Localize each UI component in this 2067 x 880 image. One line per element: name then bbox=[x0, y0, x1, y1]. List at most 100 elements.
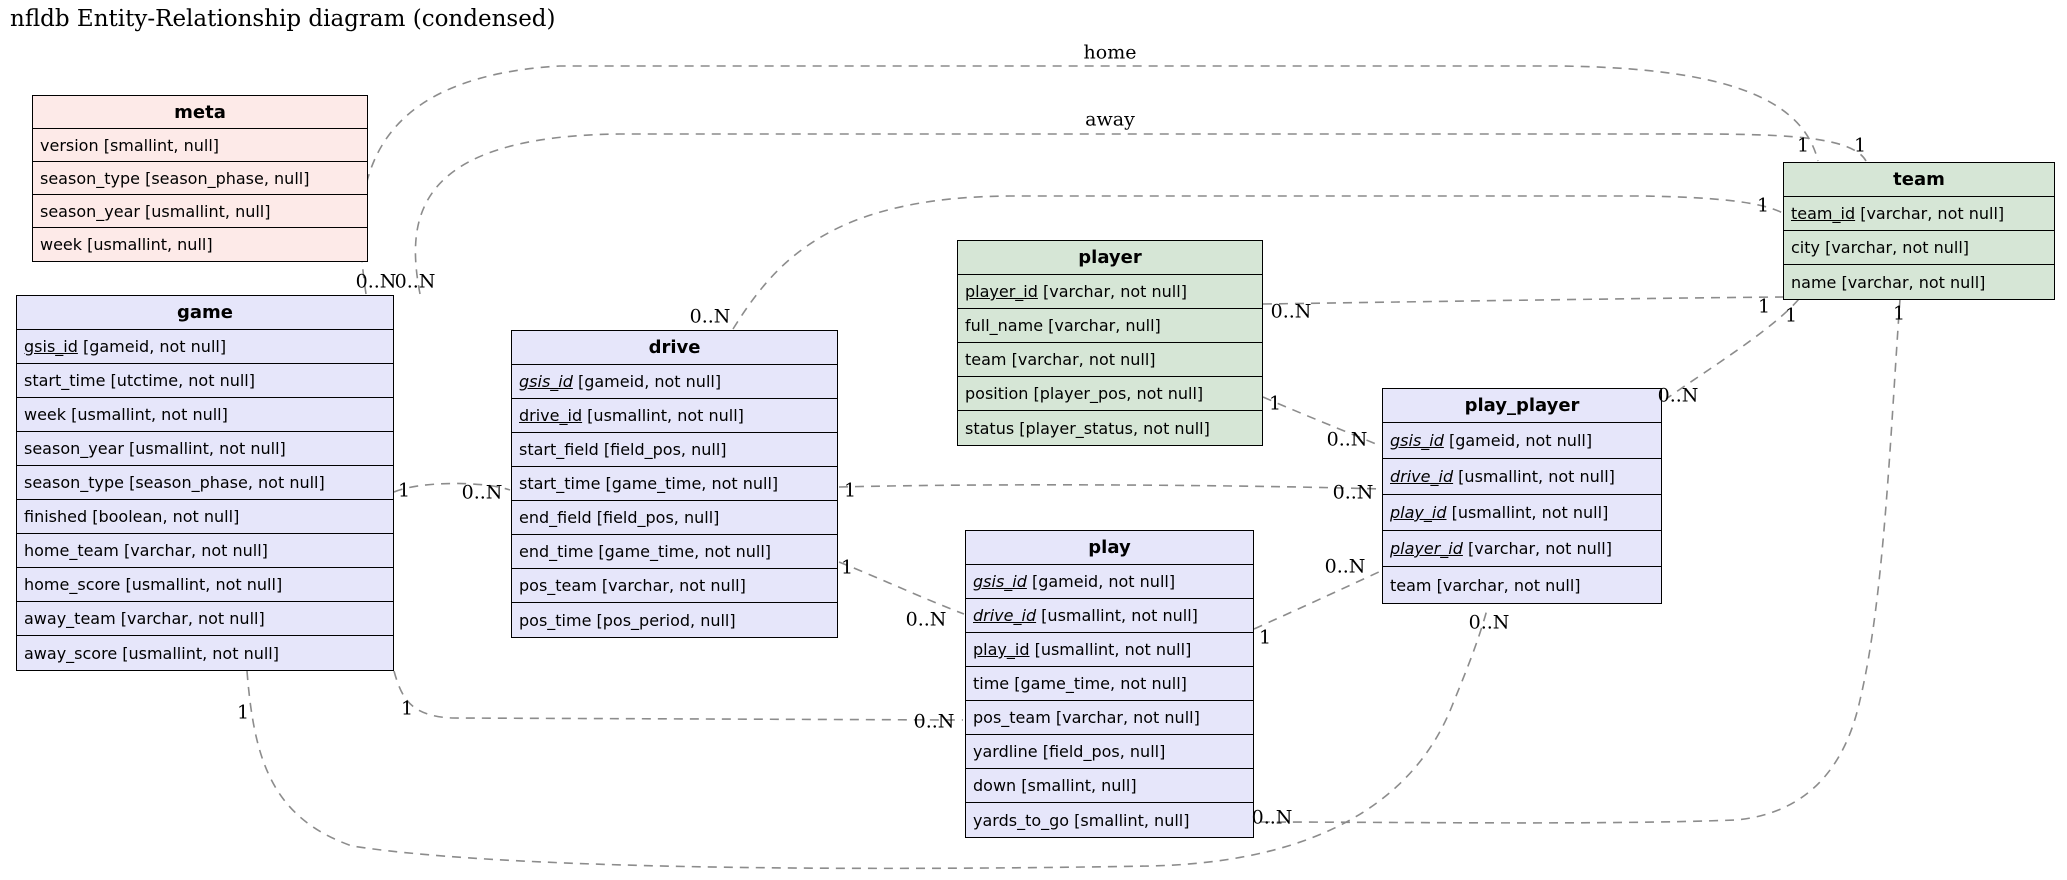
edge-drive-play_player bbox=[838, 484, 1382, 490]
table-play-column-play_id: play_id [usmallint, not null] bbox=[966, 633, 1253, 667]
table-player-column-position: position [player_pos, not null] bbox=[958, 377, 1262, 411]
column-name: away_team bbox=[24, 609, 116, 628]
column-name: pos_time bbox=[519, 610, 592, 630]
column-name: season_year bbox=[24, 439, 124, 458]
table-drive-column-start_field: start_field [field_pos, null] bbox=[512, 433, 837, 467]
edge-game-team-away bbox=[414, 133, 1867, 295]
table-drive-column-drive_id: drive_id [usmallint, not null] bbox=[512, 399, 837, 433]
table-player-column-team: team [varchar, not null] bbox=[958, 343, 1262, 377]
edge-play-team-cardinality-1: 0..N bbox=[1251, 806, 1293, 829]
table-drive-column-end_field: end_field [field_pos, null] bbox=[512, 501, 837, 535]
column-name: home_team bbox=[24, 541, 119, 560]
column-name: drive_id bbox=[519, 406, 583, 425]
column-name: pos_team bbox=[973, 708, 1051, 727]
column-name: player_id bbox=[965, 282, 1038, 301]
edge-play-team bbox=[1255, 298, 1901, 824]
table-game-column-away_team: away_team [varchar, not null] bbox=[17, 602, 393, 636]
table-play-column-drive_id: drive_id [usmallint, not null] bbox=[966, 599, 1253, 633]
column-name: week bbox=[24, 405, 67, 424]
column-name: yardline bbox=[973, 742, 1038, 761]
edge-game-team-home-cardinality-0: 0..N bbox=[355, 270, 397, 293]
column-name: status bbox=[965, 418, 1015, 438]
edge-play_player-team-cardinality-1: 0..N bbox=[1657, 384, 1699, 407]
column-name: start_field bbox=[519, 440, 599, 459]
edge-drive-play_player-cardinality-0: 1 bbox=[843, 479, 857, 502]
table-drive-title: drive bbox=[512, 331, 837, 365]
table-team-column-name: name [varchar, not null] bbox=[1791, 272, 1986, 292]
edge-game-team-home-label: home bbox=[1083, 41, 1137, 64]
edge-player-team bbox=[1262, 296, 1784, 305]
table-game-column-home_score: home_score [usmallint, not null] bbox=[17, 568, 393, 602]
column-name: player_id bbox=[1390, 539, 1463, 558]
column-name: away_score bbox=[24, 643, 118, 663]
table-player-column-full_name: full_name [varchar, null] bbox=[958, 309, 1262, 343]
column-name: team bbox=[965, 350, 1007, 369]
edge-drive-play-cardinality-0: 1 bbox=[840, 556, 854, 579]
table-play_player-column-gsis_id: gsis_id [gameid, not null] bbox=[1383, 423, 1661, 459]
edge-game-drive-cardinality-1: 0..N bbox=[461, 481, 503, 504]
column-name: yards_to_go bbox=[973, 810, 1070, 830]
edge-player-team-cardinality-1: 1 bbox=[1757, 295, 1771, 318]
column-name: end_field bbox=[519, 508, 592, 527]
table-player-title: player bbox=[958, 241, 1262, 275]
edge-drive-team bbox=[732, 195, 1787, 330]
table-drive-column-pos_time: pos_time [pos_period, null] bbox=[519, 610, 736, 630]
column-name: gsis_id bbox=[519, 372, 573, 391]
edge-game-team-home-cardinality-1: 1 bbox=[1796, 134, 1810, 157]
edge-player-team-cardinality-0: 0..N bbox=[1270, 300, 1312, 323]
edge-play-play_player-cardinality-0: 1 bbox=[1258, 626, 1272, 649]
column-name: season_type bbox=[40, 168, 140, 188]
table-play_player-column-player_id: player_id [varchar, not null] bbox=[1383, 531, 1661, 567]
column-name: team bbox=[1390, 575, 1432, 595]
edge-play-play_player-cardinality-1: 0..N bbox=[1324, 555, 1366, 578]
table-meta-column-season_type: season_type [season_phase, null] bbox=[33, 162, 367, 195]
table-drive-column-pos_team: pos_team [varchar, not null] bbox=[512, 569, 837, 603]
edge-player-play_player bbox=[1262, 396, 1382, 447]
column-name: start_time bbox=[519, 474, 601, 493]
column-name: drive_id bbox=[973, 606, 1037, 625]
edge-player-play_player-cardinality-1: 0..N bbox=[1326, 428, 1368, 451]
column-name: start_time bbox=[24, 371, 106, 390]
edge-game-team-away-cardinality-1: 1 bbox=[1853, 134, 1867, 157]
table-drive-column-gsis_id: gsis_id [gameid, not null] bbox=[512, 365, 837, 399]
edge-game-play_player bbox=[246, 605, 1489, 870]
table-play_player-column-team: team [varchar, not null] bbox=[1390, 575, 1581, 595]
column-name: home_score bbox=[24, 575, 121, 594]
edge-game-play bbox=[393, 670, 964, 721]
table-drive-column-start_time: start_time [game_time, not null] bbox=[512, 467, 837, 501]
edge-drive-play_player-cardinality-1: 0..N bbox=[1332, 481, 1374, 504]
table-game-column-start_time: start_time [utctime, not null] bbox=[17, 364, 393, 398]
column-name: gsis_id bbox=[1390, 431, 1444, 450]
table-team-column-city: city [varchar, not null] bbox=[1784, 231, 2054, 265]
table-play-column-gsis_id: gsis_id [gameid, not null] bbox=[966, 565, 1253, 599]
table-play-column-time: time [game_time, not null] bbox=[966, 667, 1253, 701]
table-play-column-yards_to_go: yards_to_go [smallint, null] bbox=[973, 810, 1190, 830]
edge-drive-play bbox=[838, 561, 965, 615]
edge-game-play-cardinality-1: 0..N bbox=[913, 710, 955, 733]
column-name: season_year bbox=[40, 201, 140, 221]
column-name: pos_team bbox=[519, 576, 597, 595]
table-team-title: team bbox=[1784, 163, 2054, 197]
column-name: down bbox=[973, 776, 1017, 795]
table-meta-title: meta bbox=[33, 96, 367, 129]
column-name: version bbox=[40, 135, 99, 155]
table-game-column-week: week [usmallint, not null] bbox=[17, 398, 393, 432]
edge-game-team-home bbox=[360, 65, 1819, 295]
table-player-column-status: status [player_status, not null] bbox=[965, 418, 1210, 438]
table-team-column-team_id: team_id [varchar, not null] bbox=[1784, 197, 2054, 231]
table-game-column-away_score: away_score [usmallint, not null] bbox=[24, 643, 279, 663]
column-name: position bbox=[965, 384, 1029, 403]
table-game-column-season_type: season_type [season_phase, not null] bbox=[17, 466, 393, 500]
column-name: finished bbox=[24, 507, 88, 526]
column-name: week bbox=[40, 235, 83, 254]
edge-drive-team-cardinality-0: 0..N bbox=[689, 305, 731, 328]
column-name: end_time bbox=[519, 542, 594, 561]
edge-game-play-cardinality-0: 1 bbox=[400, 697, 414, 720]
table-game-title: game bbox=[17, 296, 393, 330]
table-play_player-column-drive_id: drive_id [usmallint, not null] bbox=[1383, 459, 1661, 495]
